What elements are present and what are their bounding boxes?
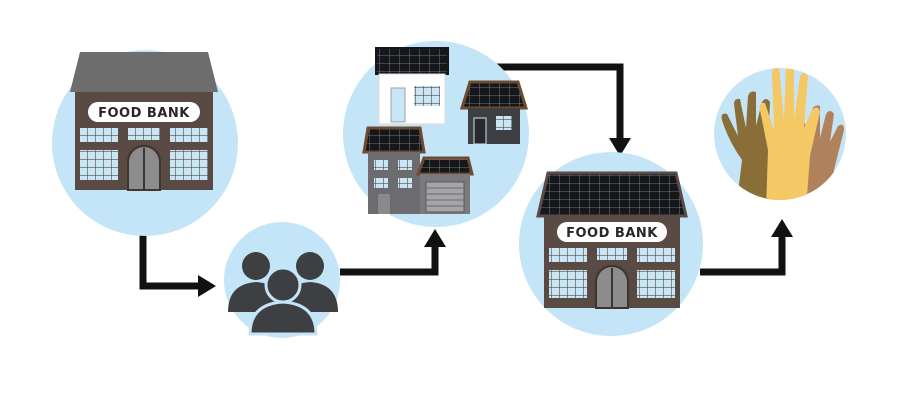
helping-hands bbox=[714, 68, 846, 200]
solar-homes bbox=[343, 41, 529, 227]
grey-solar-house bbox=[362, 126, 474, 214]
arrow-heads bbox=[198, 138, 793, 297]
food-bank-2-sign bbox=[557, 222, 667, 242]
white-solar-house bbox=[375, 47, 449, 125]
left-hand-icon bbox=[721, 91, 774, 200]
arrowhead-up-icon bbox=[424, 229, 446, 247]
food-bank-2-solar-roof bbox=[536, 171, 688, 218]
food-bank-2: FOOD BANK bbox=[519, 152, 703, 336]
food-bank-2-sign-text: FOOD BANK bbox=[566, 226, 658, 241]
flow-arrows bbox=[139, 63, 786, 290]
arrowhead-down-icon bbox=[609, 138, 631, 156]
food-bank-1-roof bbox=[70, 52, 218, 92]
arrow-foodbank-to-hands bbox=[700, 235, 786, 276]
arrow-foodbank-to-people bbox=[139, 218, 200, 290]
food-bank-1-sign bbox=[88, 102, 200, 122]
arrowhead-up-icon-2 bbox=[771, 219, 793, 237]
food-bank-1-sign-text: FOOD BANK bbox=[98, 106, 190, 121]
arrow-people-to-homes bbox=[340, 245, 439, 276]
community-members bbox=[224, 222, 340, 338]
dark-solar-house bbox=[459, 80, 529, 145]
person-front-icon bbox=[248, 266, 318, 336]
middle-hand-icon bbox=[759, 68, 820, 200]
food-bank-1: FOOD BANK bbox=[52, 50, 238, 236]
arrow-homes-to-foodbank bbox=[497, 63, 624, 140]
arrowhead-right-icon bbox=[198, 275, 216, 297]
